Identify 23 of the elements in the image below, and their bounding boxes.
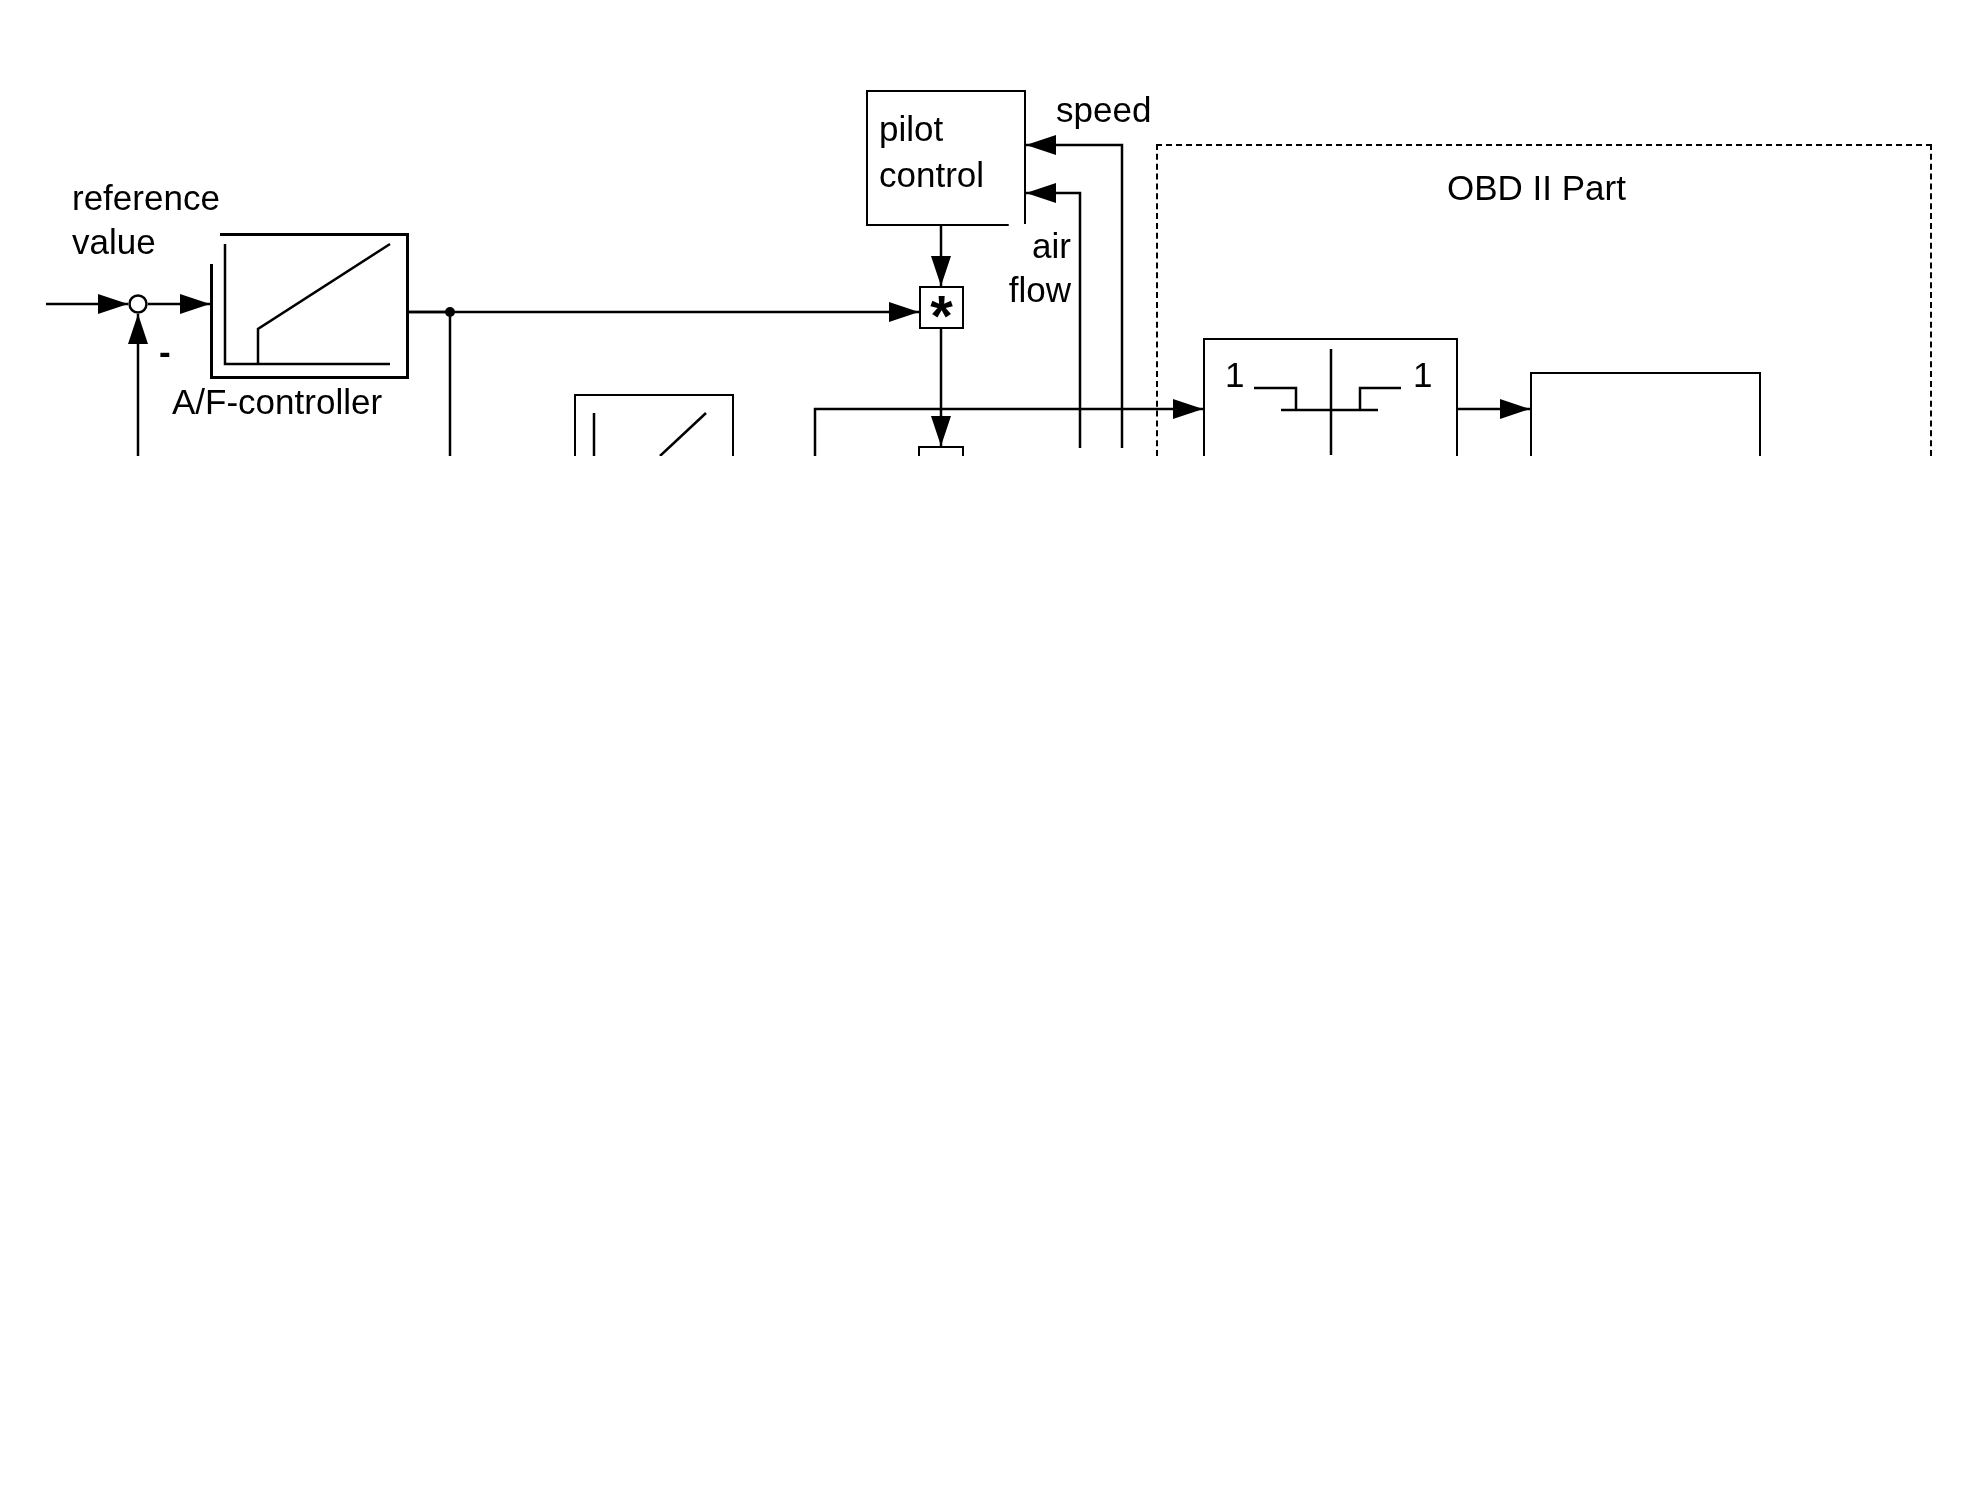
arrow [128, 314, 148, 456]
signal-line [409, 310, 452, 456]
control-block: pilot control [866, 90, 1026, 226]
function-block [918, 446, 964, 456]
multiplier-block: * [919, 286, 964, 329]
arrow [148, 294, 210, 314]
arrow [1026, 135, 1124, 448]
number-label: 1 [1413, 354, 1433, 396]
arrow [931, 226, 951, 286]
arrow [813, 399, 1203, 456]
function-block [574, 394, 734, 456]
controller-block [210, 233, 409, 379]
arrow [931, 329, 951, 446]
summing-junction [128, 294, 148, 314]
group-frame [1156, 144, 1932, 456]
arrow [1458, 399, 1530, 419]
block-caption: A/F-controller [172, 381, 383, 423]
arrow [1026, 183, 1082, 448]
number-label: 1 [1225, 354, 1245, 396]
switch-block [1202, 337, 1458, 456]
group-title: OBD II Part [1447, 166, 1626, 209]
function-block [1529, 371, 1761, 456]
arrow [46, 294, 128, 314]
